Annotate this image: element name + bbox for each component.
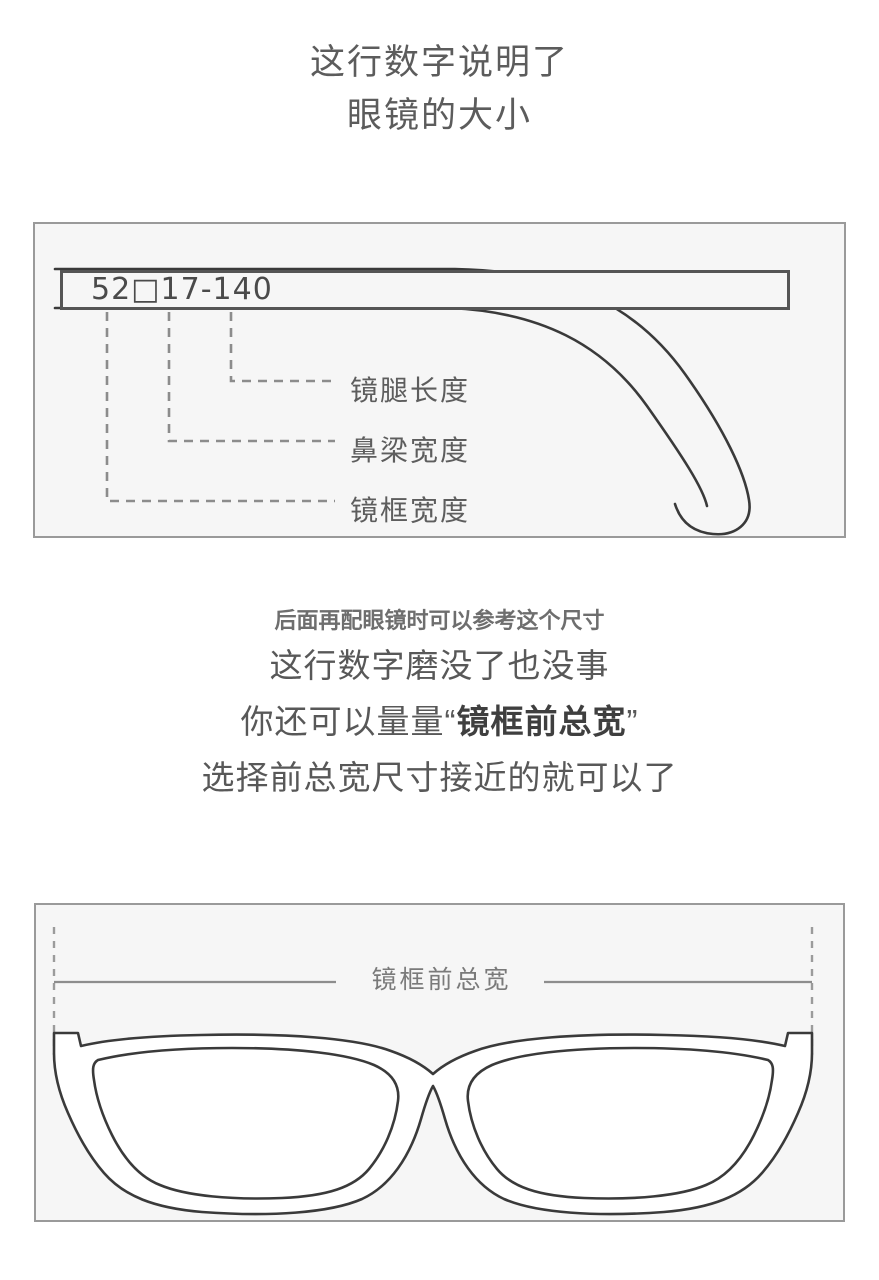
glasses-spec-diagram-panel: 52□17-140 镜腿长度 鼻梁宽度 镜框宽度 [33, 222, 846, 538]
explanation-line-1: 这行数字磨没了也没事 [269, 647, 610, 684]
explanation-line-2: 你还可以量量“镜框前总宽” [0, 694, 879, 750]
spec-code-box [60, 270, 790, 310]
explanation-line-2-suffix: ” [626, 703, 639, 740]
explanation-line-2-emphasis: 镜框前总宽 [456, 703, 627, 740]
explanation-line-2-prefix: 你还可以量量“ [240, 703, 457, 740]
spec-code-text: 52□17-140 [91, 272, 273, 307]
label-frame-total-width: 镜框前总宽 [371, 966, 512, 994]
explanation-line-3: 选择前总宽尺寸接近的就可以了 [201, 759, 678, 796]
explanation-text-block: 后面再配眼镜时可以参考这个尺寸 这行数字磨没了也没事 你还可以量量“镜框前总宽”… [0, 604, 879, 806]
page-title-line-1: 这行数字说明了 [309, 43, 569, 82]
eyeglasses-front-drawing [52, 927, 814, 1216]
label-lens-width: 镜框宽度 [350, 495, 471, 526]
label-bridge-width: 鼻梁宽度 [350, 435, 471, 466]
explanation-note: 后面再配眼镜时可以参考这个尺寸 [274, 608, 605, 633]
frame-total-width-diagram-panel: 镜框前总宽 [34, 903, 845, 1222]
label-temple-length: 镜腿长度 [350, 375, 471, 406]
page-title: 这行数字说明了 眼镜的大小 [0, 36, 879, 142]
page-title-line-2: 眼镜的大小 [346, 96, 532, 135]
